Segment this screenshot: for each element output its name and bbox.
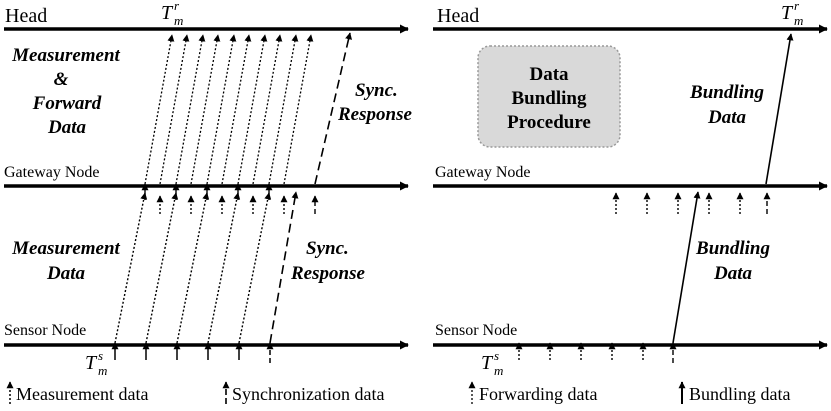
svg-text:Bundling data: Bundling data — [689, 384, 791, 404]
right-upper-bundling-arrow — [765, 33, 794, 185]
left-sensor-ticks — [111, 342, 274, 363]
svg-text:Data: Data — [47, 117, 87, 138]
right-t-head: T r m — [781, 0, 803, 28]
svg-text:s: s — [494, 348, 499, 363]
left-head-label: Head — [5, 5, 47, 27]
svg-text:Forward: Forward — [32, 93, 102, 114]
left-gateway-ticks — [141, 183, 319, 214]
right-lower-bundling-arrow — [672, 191, 701, 344]
svg-text:m: m — [494, 363, 503, 378]
left-sensor-label: Sensor Node — [4, 322, 86, 339]
svg-text:Measurement: Measurement — [11, 45, 120, 66]
svg-text:Response: Response — [290, 263, 365, 284]
right-panel: Head Gateway Node Sensor Node T r m T s … — [433, 0, 828, 404]
svg-text:m: m — [794, 13, 803, 28]
left-lower-sync-arrow — [269, 191, 299, 344]
left-measurement-data-text: Measurement Data — [11, 238, 120, 284]
svg-text:T: T — [85, 352, 98, 374]
svg-text:&: & — [54, 69, 69, 90]
svg-text:T: T — [481, 352, 494, 374]
svg-text:Response: Response — [337, 104, 412, 125]
left-t-sensor: T s m — [85, 348, 107, 378]
svg-text:Measurement: Measurement — [11, 238, 120, 259]
left-sync-response-upper: Sync. Response — [337, 80, 412, 125]
data-bundling-procedure-box: Data Bundling Procedure — [477, 45, 621, 148]
svg-text:Data: Data — [713, 263, 753, 284]
svg-text:T: T — [781, 2, 794, 24]
left-gateway-label: Gateway Node — [4, 164, 100, 181]
right-gateway-label: Gateway Node — [435, 164, 531, 181]
svg-text:Data: Data — [46, 263, 86, 284]
legend-forwarding: Forwarding data — [468, 381, 597, 404]
legend-bundling: Bundling data — [678, 381, 791, 404]
right-bundling-lower-text: Bundling Data — [695, 238, 770, 284]
legend-synchronization: Synchronization data — [222, 381, 384, 404]
svg-text:Measurement data: Measurement data — [16, 384, 148, 404]
left-measure-forward-text: Measurement & Forward Data — [11, 45, 120, 138]
svg-text:Procedure: Procedure — [507, 112, 591, 133]
right-t-sensor: T s m — [481, 348, 503, 378]
left-upper-sync-arrow — [314, 32, 352, 185]
svg-text:Data: Data — [529, 64, 569, 85]
svg-text:m: m — [98, 363, 107, 378]
svg-text:T: T — [161, 2, 174, 24]
right-gateway-ticks — [612, 192, 771, 214]
svg-text:r: r — [794, 0, 800, 13]
svg-text:s: s — [98, 348, 103, 363]
right-bundling-upper-text: Bundling Data — [689, 82, 764, 128]
svg-text:Forwarding data: Forwarding data — [479, 384, 597, 404]
right-head-label: Head — [437, 5, 479, 27]
svg-text:Synchronization data: Synchronization data — [232, 384, 384, 404]
left-lower-measurement-arrows — [114, 192, 272, 344]
svg-text:m: m — [174, 13, 183, 28]
right-sensor-ticks — [515, 342, 677, 363]
left-upper-forward-arrows — [144, 34, 314, 185]
svg-text:Bundling: Bundling — [695, 238, 770, 259]
left-t-head: T r m — [161, 0, 183, 28]
svg-text:Sync.: Sync. — [355, 80, 398, 101]
svg-text:r: r — [174, 0, 180, 13]
legend-measurement: Measurement data — [6, 381, 148, 404]
right-sensor-label: Sensor Node — [435, 322, 517, 339]
svg-text:Sync.: Sync. — [306, 238, 349, 259]
left-sync-response-lower: Sync. Response — [290, 238, 365, 284]
svg-text:Data: Data — [707, 107, 747, 128]
left-panel: Head Gateway Node Sensor Node T r m T s … — [4, 0, 412, 404]
svg-text:Bundling: Bundling — [689, 82, 764, 103]
svg-text:Bundling: Bundling — [512, 88, 587, 109]
